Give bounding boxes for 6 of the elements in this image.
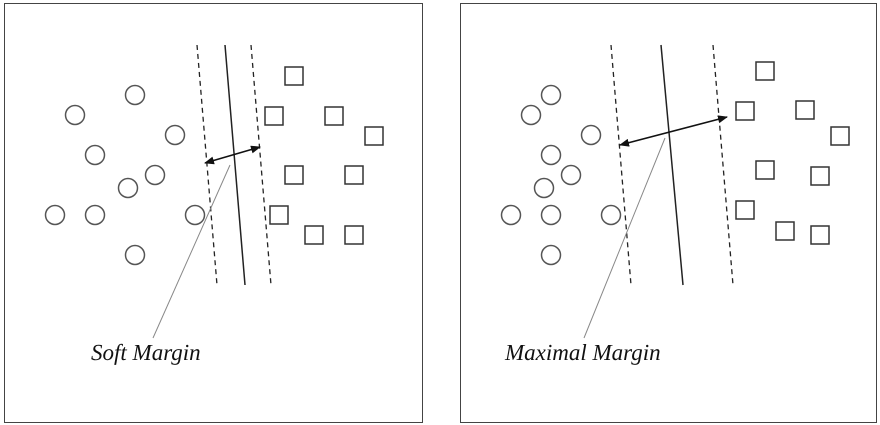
margin-label: Soft Margin — [91, 339, 201, 367]
plot-panel — [4, 3, 423, 423]
margin-label: Maximal Margin — [505, 339, 661, 367]
plot-panel — [460, 3, 877, 423]
leader-line — [152, 164, 230, 338]
leader-line — [584, 138, 666, 338]
